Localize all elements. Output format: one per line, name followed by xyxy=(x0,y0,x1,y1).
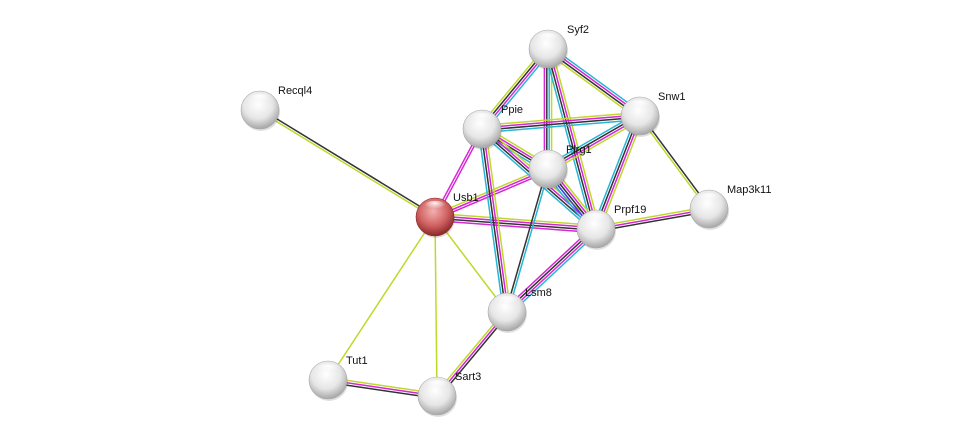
edge-line-textmining xyxy=(435,212,597,227)
edge-line-databases xyxy=(508,231,599,316)
node-highlight xyxy=(536,32,560,45)
node-map3k11[interactable]: Map3k11 xyxy=(689,184,771,230)
edge-syf2-prpf19[interactable] xyxy=(543,47,601,231)
node-label: Plrg1 xyxy=(566,144,592,156)
node-highlight xyxy=(425,379,449,392)
edge-line-experiments xyxy=(596,116,642,230)
node-label: Syf2 xyxy=(567,24,589,36)
edge-line-textmining xyxy=(434,216,438,397)
node-highlight xyxy=(423,200,447,213)
edge-line-textmining xyxy=(481,111,640,127)
edge-line-textmining xyxy=(484,128,512,312)
edge-usb1-tut1[interactable] xyxy=(327,216,436,381)
edge-line-experiments xyxy=(548,48,598,229)
node-label: Tut1 xyxy=(346,355,368,367)
edge-line-databases xyxy=(591,114,638,228)
edge-line-coexpression xyxy=(482,116,641,131)
edge-snw1-prpf19[interactable] xyxy=(591,114,645,231)
edge-line-coexpression xyxy=(546,49,596,230)
edge-line-experiments xyxy=(482,128,509,312)
edge-usb1-sart3[interactable] xyxy=(434,216,438,397)
node-lsm8[interactable]: Lsm8 xyxy=(487,287,552,333)
edge-line-textmining xyxy=(258,110,435,219)
edge-line-coexpression xyxy=(505,168,548,312)
node-label: Snw1 xyxy=(658,91,686,103)
node-highlight xyxy=(495,295,519,308)
node-highlight xyxy=(584,212,608,225)
node-usb1[interactable]: Usb1 xyxy=(415,192,479,238)
node-label: Recql4 xyxy=(278,85,312,97)
edge-line-textmining xyxy=(550,47,601,229)
node-label: Usb1 xyxy=(453,192,479,204)
edge-line-textmining xyxy=(638,116,709,211)
node-label: Prpf19 xyxy=(614,204,646,216)
node-ppie[interactable]: Ppie xyxy=(462,104,523,150)
edge-line-experiments xyxy=(504,225,595,310)
node-highlight xyxy=(248,93,272,106)
node-plrg1[interactable]: Plrg1 xyxy=(528,144,592,190)
edge-line-textmining xyxy=(598,117,645,231)
edge-line-coexpression xyxy=(434,217,596,231)
edge-line-textmining xyxy=(327,216,436,381)
node-snw1[interactable]: Snw1 xyxy=(620,91,686,137)
edge-plrg1-lsm8[interactable] xyxy=(505,168,550,313)
node-tut1[interactable]: Tut1 xyxy=(308,355,368,401)
node-recql4[interactable]: Recql4 xyxy=(240,85,312,131)
edge-usb1-lsm8[interactable] xyxy=(434,216,508,313)
node-highlight xyxy=(470,112,494,125)
edge-line-coexpression xyxy=(594,115,640,229)
edge-ppie-lsm8[interactable] xyxy=(477,128,512,313)
node-highlight xyxy=(628,99,652,112)
edge-snw1-map3k11[interactable] xyxy=(638,114,711,211)
node-highlight xyxy=(536,152,560,165)
edge-line-experiments xyxy=(507,229,598,314)
edge-line-coexpression xyxy=(505,227,596,312)
edge-line-coexpression xyxy=(260,108,437,217)
node-label: Lsm8 xyxy=(525,287,552,299)
edge-ppie-snw1[interactable] xyxy=(481,111,641,134)
edge-line-experiments xyxy=(435,215,597,229)
edge-line-textmining xyxy=(545,51,639,120)
edge-line-databases xyxy=(482,118,641,134)
edge-line-experiments xyxy=(481,114,640,129)
edge-line-experiments xyxy=(434,219,596,234)
node-label: Ppie xyxy=(501,104,523,116)
edge-line-databases xyxy=(507,169,550,313)
edge-line-textmining xyxy=(434,216,508,313)
edge-line-coexpression xyxy=(640,114,711,209)
edge-line-databases xyxy=(477,129,505,313)
node-label: Sart3 xyxy=(455,371,481,383)
node-prpf19[interactable]: Prpf19 xyxy=(576,204,646,250)
edge-usb1-recql4[interactable] xyxy=(258,108,437,219)
edge-prpf19-lsm8[interactable] xyxy=(504,225,599,316)
edge-line-databases xyxy=(543,49,594,231)
node-highlight xyxy=(316,363,340,376)
node-sart3[interactable]: Sart3 xyxy=(417,371,481,417)
edge-line-databases xyxy=(549,45,643,114)
node-highlight xyxy=(697,192,721,205)
node-syf2[interactable]: Syf2 xyxy=(528,24,589,70)
edge-line-coexpression xyxy=(480,129,507,313)
node-label: Map3k11 xyxy=(727,184,771,196)
edge-usb1-prpf19[interactable] xyxy=(434,212,597,234)
